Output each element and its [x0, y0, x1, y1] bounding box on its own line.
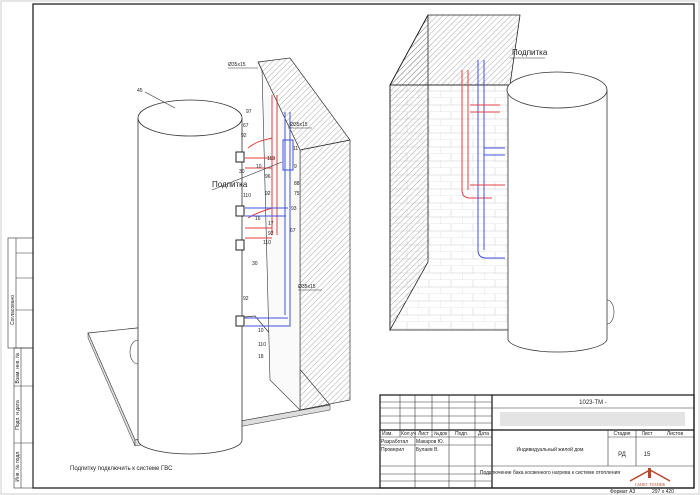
developed-name: Макаров Ю.	[416, 439, 444, 445]
return-branch-lower	[245, 315, 291, 327]
callout-number: 10	[258, 328, 264, 334]
callout-number: 17	[268, 221, 274, 227]
checked-label: Проверил	[381, 447, 404, 453]
return-riser	[284, 112, 291, 315]
col-qty: Кол.уч	[401, 431, 416, 437]
callout-number: 67	[290, 228, 296, 234]
pipe-label: Ø35x15	[298, 284, 316, 290]
stage-value: РД	[618, 452, 626, 458]
sheet-value: 15	[644, 452, 651, 458]
wall-front	[389, 84, 511, 331]
inv-orig-label: Инв. № подл.	[15, 450, 21, 481]
col-sign: Подп.	[455, 431, 468, 437]
callout-number: 92	[243, 296, 249, 302]
callout-number: 97	[246, 109, 252, 115]
sign-date-label: Подп. и дата	[15, 400, 21, 430]
callout-number: 30	[239, 169, 245, 175]
col-change: Изм.	[382, 431, 393, 437]
supply-branch-lower	[245, 207, 273, 239]
caption: Подпитку подключить к системе ГВС	[70, 466, 173, 472]
callout-number: 96	[265, 174, 271, 180]
tank-right	[506, 71, 615, 353]
callout-number: 18	[258, 354, 264, 360]
supply-riser-right	[461, 70, 492, 199]
makeup-label-right: Подпитка	[512, 48, 548, 57]
callout-number: 92	[265, 191, 271, 197]
drawing-title: Подключение бака косвенного нагрева к си…	[480, 470, 621, 476]
side-stamp: Согласовано Взам. инв. № Подп. и дата Ин…	[7, 237, 34, 489]
company-logo: САНКТ ТЕХНИК	[629, 468, 671, 487]
callout-number: 110	[243, 193, 251, 199]
callout-number: 93	[291, 206, 297, 212]
callout-number: 16	[255, 216, 261, 222]
left-isometric-view: 45 Ø35x15 Ø35x15 Ø35x15 Подпитка 97 67 9…	[70, 57, 351, 472]
title-block: Изм. Кол.уч Лист №док Подп. Дата Разрабо…	[379, 394, 695, 495]
object-name: Индивидуальный жилой дом	[517, 446, 584, 453]
col-docno: №док	[434, 431, 448, 437]
sheet-label: Лист	[642, 431, 654, 437]
replace-inv-label: Взам. инв. №	[15, 353, 21, 384]
pipe-label: Ø35x15	[290, 122, 308, 128]
callouts: 97 67 92 113 10 30 11 96 9 88 75 110 92 …	[239, 109, 300, 360]
stage-label: Стадия	[613, 431, 630, 437]
callout-number: 75	[294, 191, 300, 197]
wall-section	[299, 139, 351, 411]
developed-label: Разработал	[381, 439, 408, 445]
wall-top-right	[389, 14, 521, 86]
format-size: 297 x 420	[652, 489, 674, 495]
col-date: Дата	[478, 431, 489, 437]
right-isometric-view: Подпитка	[389, 14, 615, 353]
logo-text: САНКТ ТЕХНИК	[635, 482, 666, 487]
callout-number: 11	[293, 146, 298, 152]
format-label: Формат А3	[610, 489, 635, 495]
return-branch-upper	[245, 207, 288, 217]
callout-number: 113	[267, 156, 275, 162]
callout-number: 30	[252, 261, 258, 267]
makeup-label-left: Подпитка	[212, 180, 248, 189]
supply-riser	[271, 95, 278, 235]
tank-label: 45	[137, 88, 143, 94]
callout-number: 92	[268, 231, 274, 237]
callout-number: 67	[243, 123, 249, 129]
redacted-address	[500, 412, 685, 426]
pipe-label: Ø35x15	[228, 62, 246, 68]
sheets-label: Листов	[667, 431, 684, 437]
agreed-label: Согласовано	[10, 295, 16, 325]
callout-number: 88	[294, 181, 300, 187]
callout-number: 110	[263, 240, 271, 246]
tank-left	[129, 99, 243, 455]
callout-number: 92	[241, 133, 247, 139]
callout-number: 9	[294, 164, 297, 170]
checked-name: Булаев В.	[416, 447, 439, 453]
col-sheet: Лист	[418, 431, 430, 437]
callout-number: 110	[258, 342, 266, 348]
callout-number: 10	[256, 164, 262, 170]
doc-code: 1023-ТМ -	[579, 400, 607, 406]
